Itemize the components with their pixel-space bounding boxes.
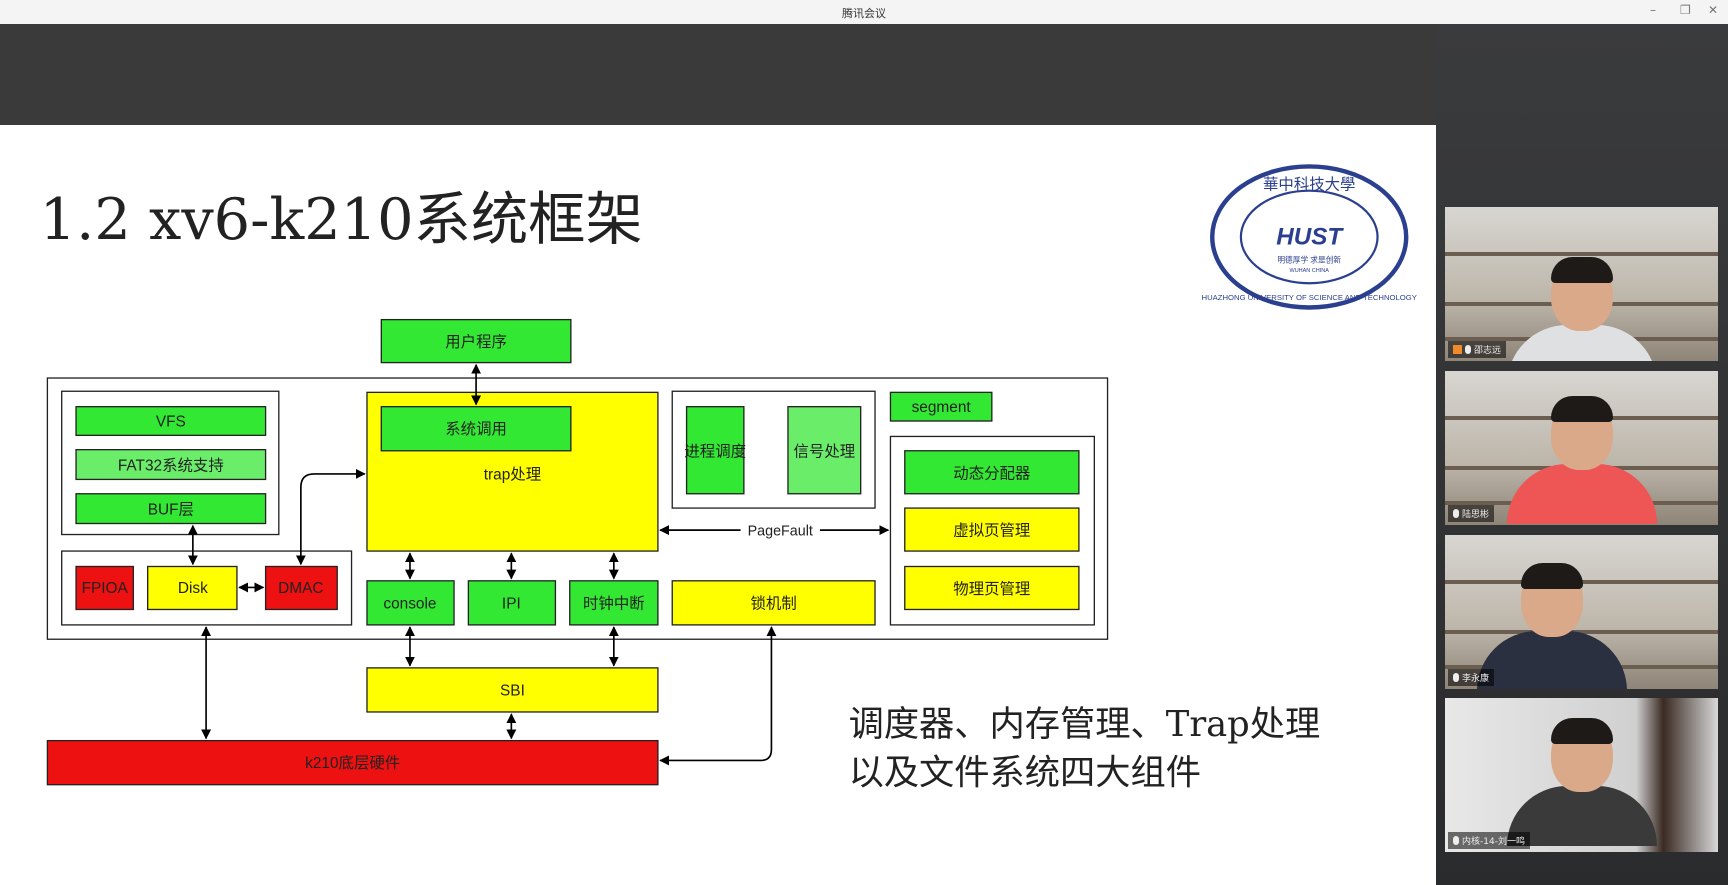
syscall-box xyxy=(380,406,572,452)
ipi-box xyxy=(467,580,557,626)
logo-city: WUHAN CHINA xyxy=(1290,268,1330,274)
timer-box xyxy=(569,580,659,626)
label-signal: 信号处理 xyxy=(794,442,856,460)
segment-box xyxy=(889,391,993,422)
participant-name: 陆思彬 xyxy=(1462,510,1490,520)
microphone-icon xyxy=(1465,345,1471,354)
label-timer: 时钟中断 xyxy=(583,594,645,612)
disk-box xyxy=(147,565,238,611)
label-vpage: 虚拟页管理 xyxy=(953,522,1030,540)
participant-nametag: 李永康 xyxy=(1448,669,1495,686)
summary-line-2: 以及文件系统四大组件 xyxy=(849,753,1201,794)
label-buf: BUF层 xyxy=(148,502,194,519)
video-tile[interactable]: 邵志远 xyxy=(1445,207,1718,361)
participant-nametag: 邵志远 xyxy=(1448,341,1507,358)
dmac-box xyxy=(264,565,338,611)
shared-screen-top-band xyxy=(0,24,1436,125)
vfs-box xyxy=(75,406,267,436)
sbi-box xyxy=(366,667,659,713)
label-fpioa: FPIOA xyxy=(82,580,129,597)
restore-button[interactable]: ❐ xyxy=(1680,3,1691,17)
window-titlebar: 腾讯会议 – ❐ ✕ xyxy=(0,0,1728,24)
label-fat32: FAT32系统支持 xyxy=(118,457,224,475)
participants-panel: 邵志远 陆思彬 李永康 内核-14-刘一鸣 xyxy=(1436,24,1728,885)
label-pagefault: PageFault xyxy=(748,524,813,540)
participant-nametag: 内核-14-刘一鸣 xyxy=(1448,832,1530,849)
label-ipi: IPI xyxy=(502,595,521,612)
logo-ring-text: HUAZHONG UNIVERSITY OF SCIENCE AND TECHN… xyxy=(1202,293,1417,302)
label-vfs: VFS xyxy=(156,414,186,431)
slide-title: 1.2 xv6-k210系统框架 xyxy=(40,186,643,253)
window-title: 腾讯会议 xyxy=(842,7,886,20)
vpage-box xyxy=(904,507,1080,552)
video-tile[interactable]: 陆思彬 xyxy=(1445,371,1718,525)
label-disk: Disk xyxy=(178,580,208,597)
participant-video xyxy=(1476,563,1627,689)
label-ppage: 物理页管理 xyxy=(953,580,1030,598)
participant-video xyxy=(1506,257,1657,361)
allocator-box xyxy=(904,450,1080,495)
console-box xyxy=(366,580,455,626)
participant-nametag: 陆思彬 xyxy=(1448,505,1495,522)
host-icon xyxy=(1453,345,1462,354)
close-button[interactable]: ✕ xyxy=(1708,3,1719,17)
logo-motto: 明德厚学 求是创新 xyxy=(1277,254,1341,264)
signal-box xyxy=(787,406,862,495)
label-syscall: 系统调用 xyxy=(445,420,507,438)
label-allocator: 动态分配器 xyxy=(953,464,1030,482)
label-user-program: 用户程序 xyxy=(445,333,507,351)
fat32-box xyxy=(75,449,267,481)
buf-box xyxy=(75,493,267,525)
fpioa-box xyxy=(75,565,135,611)
user-program-box xyxy=(380,318,572,364)
hust-logo: 華中科技大學 HUST 明德厚学 求是创新 WUHAN CHINA HUAZHO… xyxy=(1202,164,1417,310)
hardware-box xyxy=(46,739,659,786)
logo-abbr: HUST xyxy=(1276,224,1344,251)
label-dmac: DMAC xyxy=(278,580,323,597)
lock-box xyxy=(671,580,876,626)
label-hardware: k210底层硬件 xyxy=(305,754,400,772)
participant-name: 内核-14-刘一鸣 xyxy=(1462,837,1525,847)
participant-name: 邵志远 xyxy=(1474,346,1502,356)
ppage-box xyxy=(904,565,1080,611)
participant-video xyxy=(1506,396,1657,524)
label-sched: 进程调度 xyxy=(684,442,746,460)
label-segment: segment xyxy=(912,399,972,416)
microphone-icon xyxy=(1453,509,1459,518)
label-trap: trap处理 xyxy=(484,465,541,483)
sched-box xyxy=(685,406,745,495)
label-sbi: SBI xyxy=(500,682,525,699)
microphone-icon xyxy=(1453,673,1459,682)
minimize-button[interactable]: – xyxy=(1650,3,1656,17)
video-tile[interactable]: 李永康 xyxy=(1445,535,1718,689)
label-lock: 锁机制 xyxy=(751,594,797,612)
arrows xyxy=(187,363,890,766)
participant-video xyxy=(1506,718,1657,846)
microphone-icon xyxy=(1453,836,1459,845)
participant-name: 李永康 xyxy=(1462,674,1490,684)
video-tile[interactable]: 内核-14-刘一鸣 xyxy=(1445,698,1718,852)
summary-line-1: 调度器、内存管理、Trap处理 xyxy=(849,704,1321,745)
label-console: console xyxy=(383,595,436,612)
logo-text-top: 華中科技大學 xyxy=(1263,175,1355,194)
